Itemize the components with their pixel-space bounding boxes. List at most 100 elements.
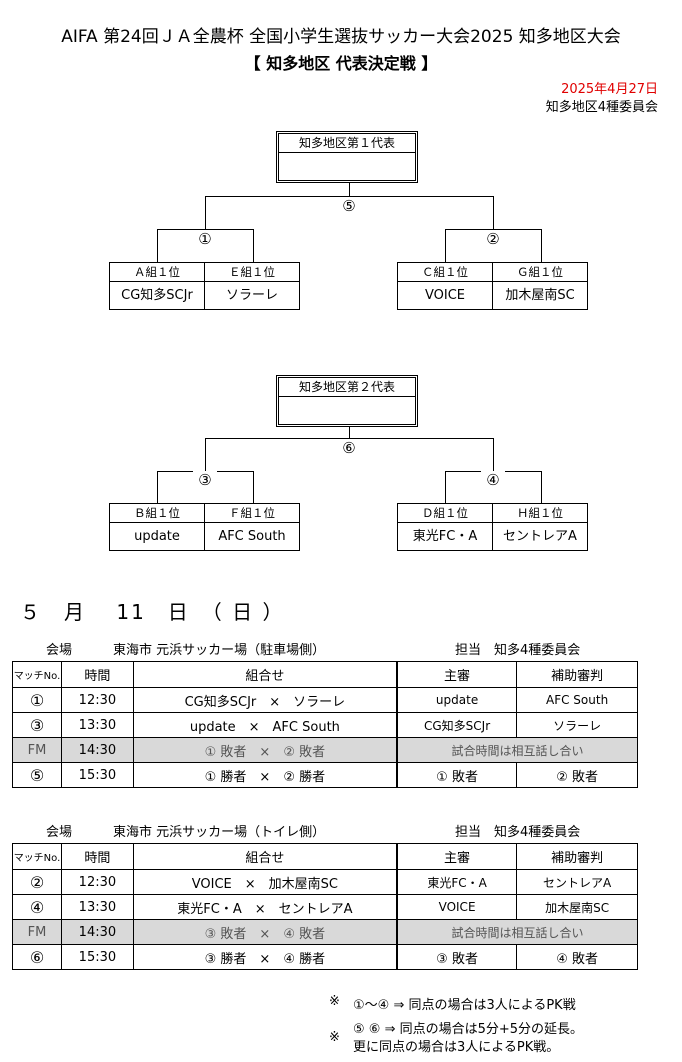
match-mark-1: ① xyxy=(193,230,217,248)
match-mark-4: ④ xyxy=(481,471,505,489)
match-referee: VOICE xyxy=(395,894,518,920)
venue-name: 東海市 元浜サッカー場（トイレ側） xyxy=(113,825,326,840)
team-name: 加木屋南SC xyxy=(505,288,575,303)
match-time: 12:30 xyxy=(60,687,134,713)
table-row: ⑤ 15:30 ① 勝者 × ② 勝者 ① 敗者 ② 敗者 xyxy=(12,762,638,788)
match-time: 15:30 xyxy=(60,762,134,788)
header-pairing: 組合せ xyxy=(132,661,398,688)
representative-box-1: 知多地区第１代表 xyxy=(276,131,418,183)
match-referee: ③ 敗者 xyxy=(395,944,518,970)
table-row: ⑥ 15:30 ③ 勝者 × ④ 勝者 ③ 敗者 ④ 敗者 xyxy=(12,944,638,970)
header-assistant: 補助審判 xyxy=(516,661,638,688)
team-box: Ｂ組１位 update xyxy=(109,503,205,551)
match-referee: CG知多SCJr xyxy=(395,712,518,738)
team-box: Ｃ組１位 VOICE xyxy=(397,262,493,310)
match-day: ５ 月 11 日 （ 日 ） xyxy=(20,600,285,624)
match-time: 13:30 xyxy=(60,894,134,920)
venue-charge: 担当 知多4種委員会 xyxy=(455,825,581,840)
issue-date: 2025年4月27日 xyxy=(561,82,658,97)
note-2-line-2: 更に同点の場合は3人によるPK戦。 xyxy=(353,1040,560,1055)
match-pairing: VOICE × 加木屋南SC xyxy=(132,869,398,895)
match-pairing: ③ 勝者 × ④ 勝者 xyxy=(132,944,398,970)
group-label: Ｈ組１位 xyxy=(493,504,587,523)
header-referee: 主審 xyxy=(395,843,518,870)
group-label: Ｄ組１位 xyxy=(398,504,492,523)
representative-box-2: 知多地区第２代表 xyxy=(276,375,418,427)
team-box: Ｇ組１位 加木屋南SC xyxy=(492,262,588,310)
table-row: ③ 13:30 update × AFC South CG知多SCJr ソラーレ xyxy=(12,712,638,738)
note-mark: ※ xyxy=(329,994,340,1009)
document-title: AIFA 第24回ＪＡ全農杯 全国小学生選抜サッカー大会2025 知多地区大会 xyxy=(61,27,621,47)
schedule-table-1: マッチNo. 時間 組合せ 主審 補助審判 ① 12:30 CG知多SCJr ×… xyxy=(12,661,638,788)
match-time: 13:30 xyxy=(60,712,134,738)
group-label: Ｂ組１位 xyxy=(110,504,204,523)
match-no: FM xyxy=(12,737,62,763)
match-no: ① xyxy=(12,687,62,713)
group-label: Ａ組１位 xyxy=(110,263,204,282)
match-referee: 東光FC・A xyxy=(395,869,518,895)
match-mark-2: ② xyxy=(481,230,505,248)
team-name: ソラーレ xyxy=(225,288,278,303)
organizer: 知多地区4種委員会 xyxy=(545,100,658,115)
team-name: AFC South xyxy=(218,529,286,544)
venue-charge: 担当 知多4種委員会 xyxy=(455,643,581,658)
match-assistant: 加木屋南SC xyxy=(516,894,638,920)
match-referee: ① 敗者 xyxy=(395,762,518,788)
match-mark-6: ⑥ xyxy=(337,439,361,457)
match-time: 15:30 xyxy=(60,944,134,970)
document-subtitle: 【 知多地区 代表決定戦 】 xyxy=(244,54,438,73)
match-time: 14:30 xyxy=(60,737,134,763)
schedule-table-2: マッチNo. 時間 組合せ 主審 補助審判 ② 12:30 VOICE × 加木… xyxy=(12,843,638,970)
match-pairing: ③ 敗者 × ④ 敗者 xyxy=(132,919,398,945)
header-time: 時間 xyxy=(60,661,134,688)
note-2-line-1: ⑤ ⑥ ⇒ 同点の場合は5分+5分の延長。 xyxy=(353,1022,584,1037)
match-note: 試合時間は相互話し合い xyxy=(395,737,638,763)
match-no: ③ xyxy=(12,712,62,738)
team-name: update xyxy=(134,529,180,544)
note-1: ①～④ ⇒ 同点の場合は3人によるPK戦 xyxy=(353,998,576,1013)
match-pairing: CG知多SCJr × ソラーレ xyxy=(132,687,398,713)
group-label: Ｇ組１位 xyxy=(493,263,587,282)
match-assistant: AFC South xyxy=(516,687,638,713)
representative-title: 知多地区第２代表 xyxy=(279,378,415,397)
match-pairing: ① 敗者 × ② 敗者 xyxy=(132,737,398,763)
match-assistant: セントレアA xyxy=(516,869,638,895)
match-no: ④ xyxy=(12,894,62,920)
header-match-no: マッチNo. xyxy=(12,661,62,688)
match-pairing: update × AFC South xyxy=(132,712,398,738)
team-box: Ｈ組１位 セントレアA xyxy=(492,503,588,551)
match-time: 14:30 xyxy=(60,919,134,945)
table-row-fm: FM 14:30 ③ 敗者 × ④ 敗者 試合時間は相互話し合い xyxy=(12,919,638,945)
team-box: Ａ組１位 CG知多SCJr xyxy=(109,262,205,310)
note-mark: ※ xyxy=(329,1030,340,1045)
match-assistant: ソラーレ xyxy=(516,712,638,738)
team-name: CG知多SCJr xyxy=(121,288,193,303)
table-header-row: マッチNo. 時間 組合せ 主審 補助審判 xyxy=(12,843,638,870)
venue-name: 東海市 元浜サッカー場（駐車場側） xyxy=(113,643,326,658)
table-row: ④ 13:30 東光FC・A × セントレアA VOICE 加木屋南SC xyxy=(12,894,638,920)
venue-label: 会場 xyxy=(46,643,73,658)
match-no: FM xyxy=(12,919,62,945)
header-pairing: 組合せ xyxy=(132,843,398,870)
match-mark-5: ⑤ xyxy=(337,197,361,215)
table-header-row: マッチNo. 時間 組合せ 主審 補助審判 xyxy=(12,661,638,688)
match-no: ② xyxy=(12,869,62,895)
match-note: 試合時間は相互話し合い xyxy=(395,919,638,945)
group-label: Ｅ組１位 xyxy=(205,263,299,282)
team-box: Ｅ組１位 ソラーレ xyxy=(204,262,300,310)
table-row-fm: FM 14:30 ① 敗者 × ② 敗者 試合時間は相互話し合い xyxy=(12,737,638,763)
group-label: Ｆ組１位 xyxy=(205,504,299,523)
match-no: ⑤ xyxy=(12,762,62,788)
table-row: ② 12:30 VOICE × 加木屋南SC 東光FC・A セントレアA xyxy=(12,869,638,895)
team-box: Ｄ組１位 東光FC・A xyxy=(397,503,493,551)
match-no: ⑥ xyxy=(12,944,62,970)
match-assistant: ② 敗者 xyxy=(516,762,638,788)
match-mark-3: ③ xyxy=(193,471,217,489)
team-name: VOICE xyxy=(424,288,466,303)
header-match-no: マッチNo. xyxy=(12,843,62,870)
table-row: ① 12:30 CG知多SCJr × ソラーレ update AFC South xyxy=(12,687,638,713)
match-pairing: ① 勝者 × ② 勝者 xyxy=(132,762,398,788)
group-label: Ｃ組１位 xyxy=(398,263,492,282)
header-assistant: 補助審判 xyxy=(516,843,638,870)
match-assistant: ④ 敗者 xyxy=(516,944,638,970)
